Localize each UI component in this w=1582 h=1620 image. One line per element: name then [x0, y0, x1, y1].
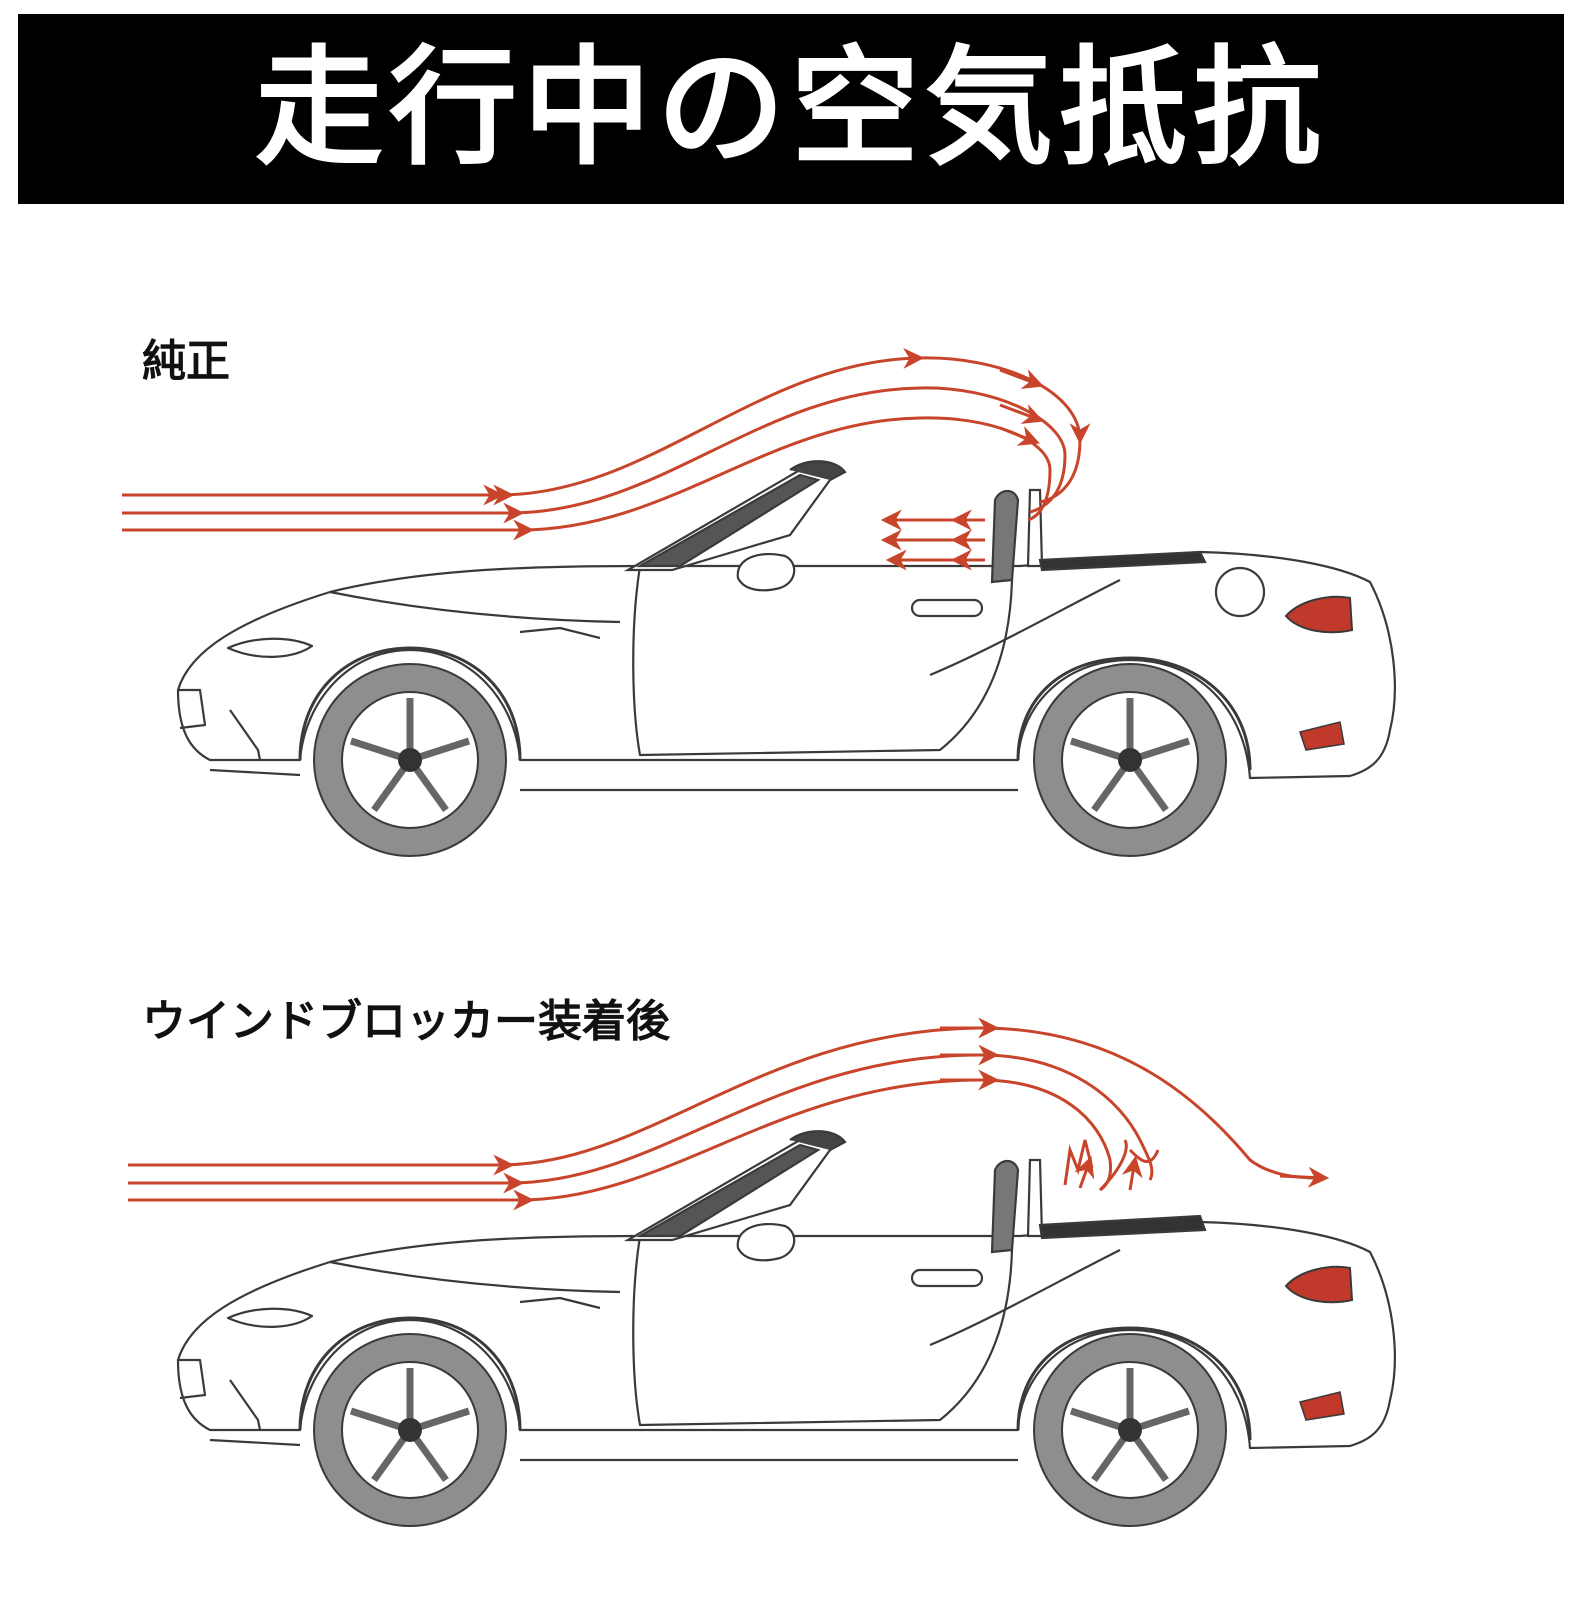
door-handle: [910, 598, 984, 618]
car-equipped: [176, 1220, 1396, 1462]
airflow-arrow: [999, 403, 1044, 424]
rear-reflector: [1299, 721, 1345, 751]
roll-bar: [990, 1158, 1207, 1254]
car-door: [632, 1235, 1014, 1427]
headlight: [226, 1307, 314, 1328]
windshield: [623, 460, 847, 572]
tail-light: [1284, 1265, 1354, 1304]
turbulence: [1121, 1155, 1143, 1191]
turbulence: [1074, 1156, 1095, 1189]
wind-blocker-panel: [1038, 1214, 1207, 1240]
airflow-equipped: [128, 1017, 1330, 1211]
panel-label-wind-blocker: ウインドブロッカー装着後: [142, 996, 670, 1047]
airflow-line: [122, 386, 1067, 515]
car-door: [632, 565, 1014, 757]
wind-blocker-diagram: [128, 1017, 1396, 1527]
stock-diagram: [122, 347, 1396, 857]
rear-reflector: [1299, 1391, 1345, 1421]
airflow-line: [122, 416, 1052, 532]
car-stock: [176, 550, 1396, 792]
airflow-arrow: [1279, 1166, 1330, 1188]
airflow-line: [122, 347, 1091, 506]
car-body: [176, 1220, 1396, 1450]
panel-label-stock: 純正: [142, 336, 230, 387]
front-wheel: [313, 1333, 507, 1527]
rear-wheel: [1033, 1333, 1227, 1527]
panel-stock: 純正: [0, 330, 1582, 950]
page-title: 走行中の空気抵抗: [254, 34, 1327, 183]
panel-wind-blocker: ウインドブロッカー装着後: [0, 1000, 1582, 1620]
front-wheel: [313, 663, 507, 857]
airflow-stock: [122, 347, 1091, 571]
tail-light: [1284, 595, 1354, 634]
turbulence: [1098, 1139, 1160, 1192]
airflow-line: [128, 1026, 1321, 1180]
door-handle: [910, 1268, 984, 1288]
airflow-arrow: [999, 368, 1044, 389]
roll-bar: [990, 488, 1207, 584]
car-body: [176, 550, 1396, 780]
side-mirror: [736, 552, 796, 592]
airflow-arrow: [999, 426, 1040, 446]
windshield: [623, 1130, 847, 1242]
rear-wheel: [1033, 663, 1227, 857]
side-mirror: [736, 1222, 796, 1262]
title-banner: 走行中の空気抵抗: [18, 14, 1564, 204]
headlight: [226, 637, 314, 658]
